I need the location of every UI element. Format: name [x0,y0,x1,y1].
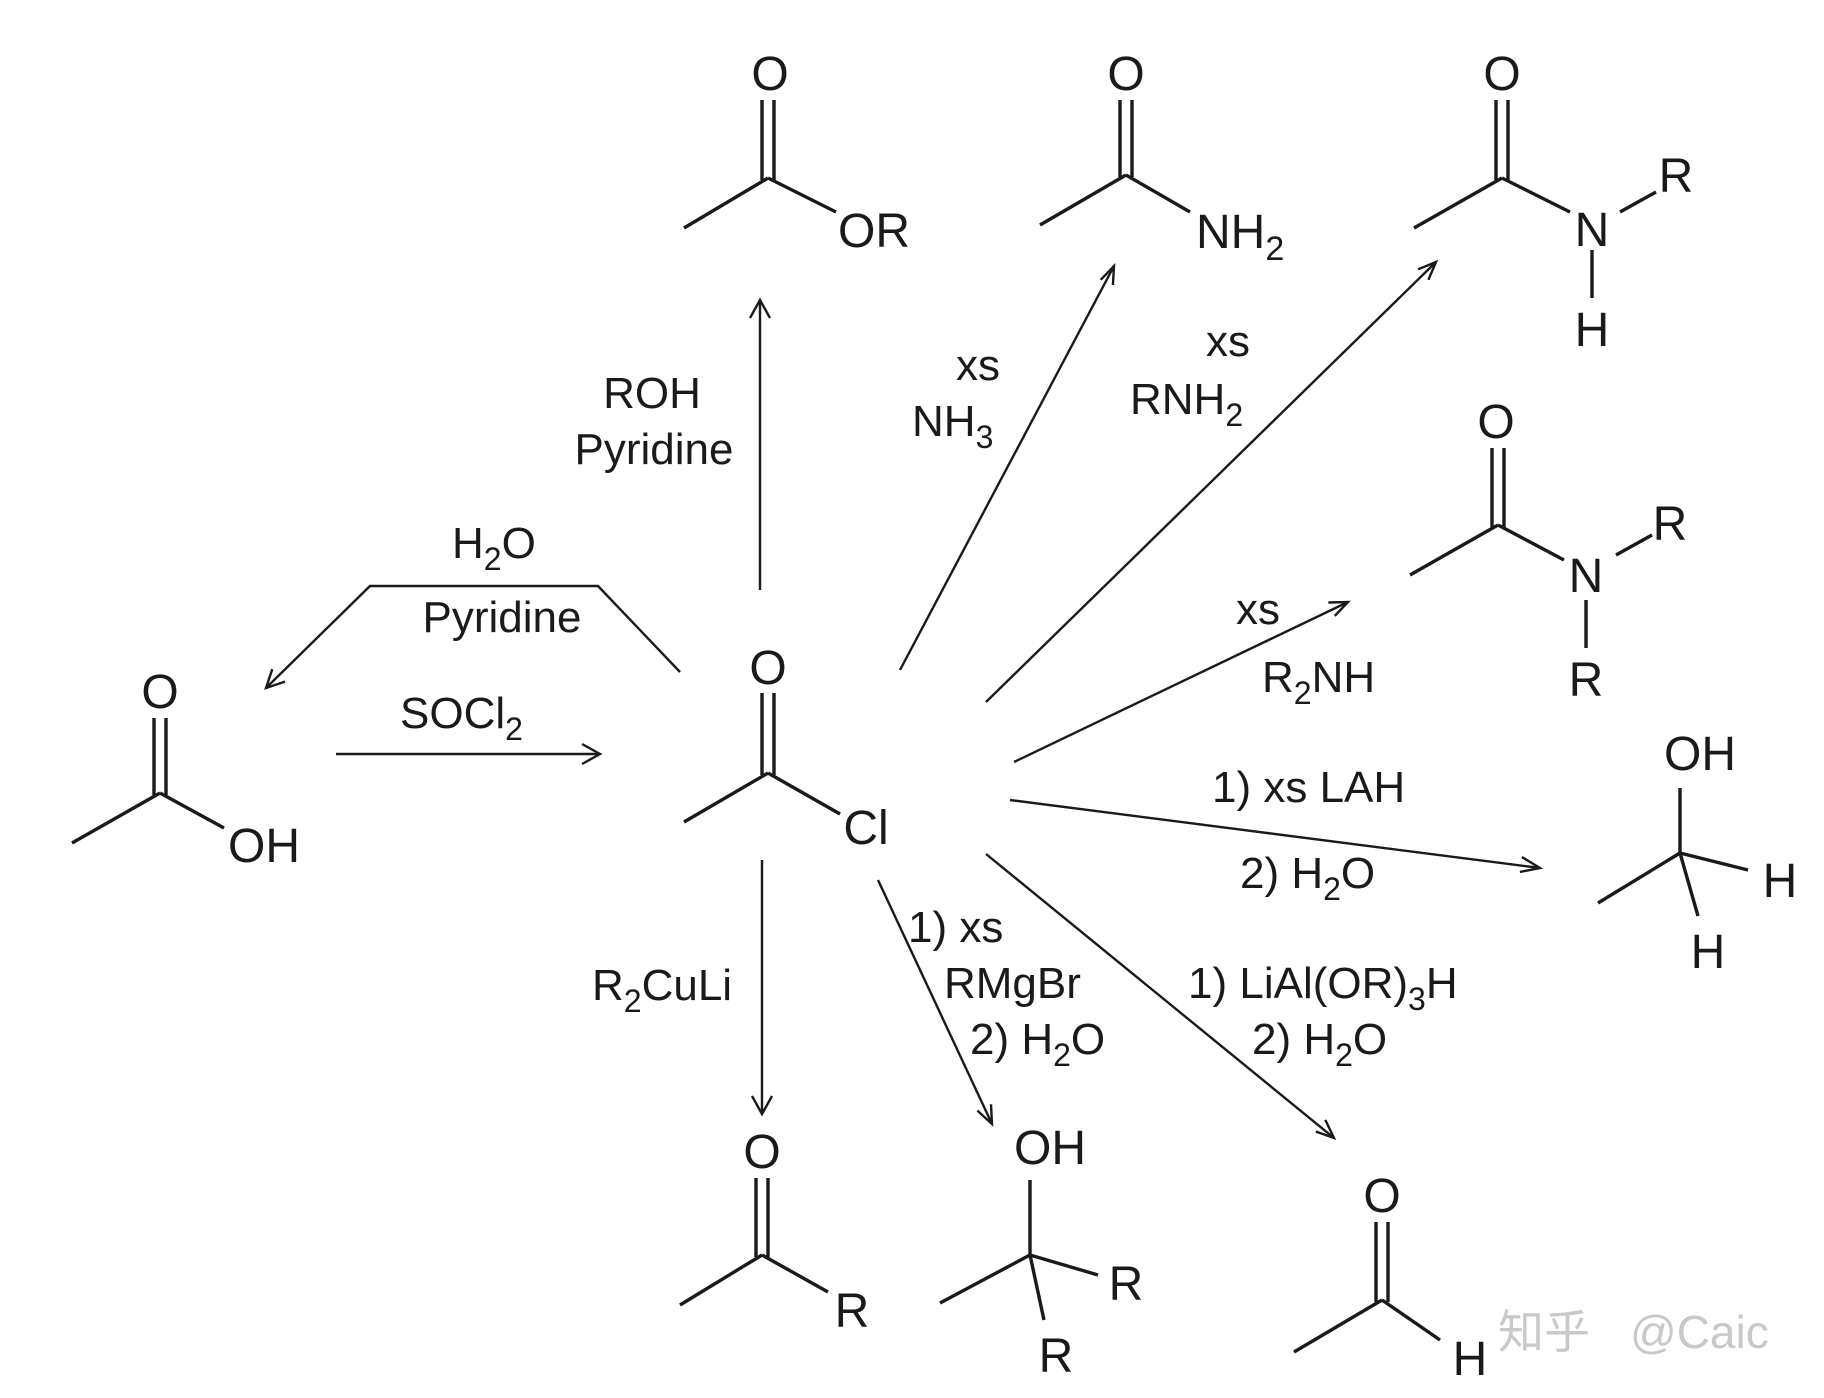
sec-amide-h-label: H [1575,304,1610,357]
reagent-lah-step2: 2) H2O [1240,849,1375,907]
reagent-grignard-step1: 1) xs [908,903,1003,952]
alcohol-oh-label: OH [1664,728,1736,781]
tert-alcohol-oh-label: OH [1014,1122,1086,1175]
reagent-pyridine-hydrolysis: Pyridine [423,593,582,642]
tertiary-alcohol-product: OH R R [939,1122,1144,1383]
reagent-lialor3h-step1: 1) LiAl(OR)3H [1188,959,1458,1017]
arrow-to-primary-alcohol [1009,798,1541,870]
reagent-xs-rnh2: xs [1206,317,1250,366]
nh3-base: NH [912,397,976,446]
primary-alcohol-product: OH H H [1597,728,1798,979]
sec-amide-nitrogen: N [1575,204,1610,257]
reagent-labels: ROH Pyridine xs NH3 xs RNH2 H2O Pyridine… [400,317,1458,1073]
aldehyde-product: O H [1293,1170,1488,1386]
arrow-to-secondary-amide [985,261,1437,703]
arrow-to-tertiary-alcohol [876,879,994,1125]
arrow-to-aldehyde [985,853,1335,1139]
aldehyde-carbonyl-oxygen: O [1363,1170,1400,1223]
tert-amide-nitrogen: N [1569,550,1604,603]
reagent-nh3: NH3 [912,397,993,455]
rnh2-base: RNH [1130,375,1225,424]
reagent-pyridine-ester: Pyridine [575,425,734,474]
ketone-carbonyl-oxygen: O [743,1126,780,1179]
reagent-h2o-hydrolysis: H2O [452,519,536,577]
chlorine-label: Cl [843,802,888,855]
nh2-nh: NH [1196,206,1265,259]
tert-amide-r-lower: R [1569,654,1604,707]
reagent-r2nh: R2NH [1262,653,1375,711]
reagent-lialor3h-step2: 2) H2O [1252,1015,1387,1073]
sec-amide-r-label: R [1659,150,1694,203]
reagent-socl2: SOCl2 [400,689,523,747]
tertiary-amide-product: O N R R [1409,396,1688,707]
reagent-xs-r2nh: xs [1236,585,1280,634]
reagent-grignard-step2: 2) H2O [970,1015,1105,1073]
nh2-subscript: 2 [1265,230,1284,268]
nh2-label: NH2 [1196,206,1284,268]
reagent-roh: ROH [603,369,701,418]
tert-alcohol-r-lower: R [1039,1330,1074,1383]
tert-amide-carbonyl-oxygen: O [1477,396,1514,449]
reaction-arrows [264,259,1544,1141]
rnh2-subscript: 2 [1225,397,1243,433]
reagent-xs-nh3: xs [956,341,1000,390]
ketone-product: O R [679,1126,870,1338]
watermark: 知乎 @Caic [1498,1306,1769,1358]
alcohol-h-lower: H [1691,926,1726,979]
amide-carbonyl-oxygen: O [1107,48,1144,101]
acid-chloride: O Cl [683,642,889,855]
alcohol-h-right: H [1763,855,1798,908]
ester-or-label: OR [838,205,910,258]
watermark-site: 知乎 [1498,1306,1590,1358]
tert-amide-r-upper: R [1653,498,1688,551]
reagent-rnh2: RNH2 [1130,375,1243,433]
reagent-r2culi: R2CuLi [592,961,732,1019]
tert-alcohol-r-right: R [1109,1258,1144,1311]
primary-amide-product: O NH2 [1039,48,1284,268]
ester-product: O OR [683,48,910,258]
arrow-to-tertiary-amide [1013,600,1349,764]
acid-oh-label: OH [228,820,300,873]
watermark-handle: @Caic [1630,1306,1769,1358]
ester-carbonyl-oxygen: O [751,48,788,101]
sec-amide-carbonyl-oxygen: O [1483,48,1520,101]
secondary-amide-product: O N R H [1413,48,1694,357]
aldehyde-h-label: H [1453,1333,1488,1386]
arrow-to-carboxylic-acid [265,584,681,689]
nh3-subscript: 3 [976,419,994,455]
ketone-r-label: R [835,1285,870,1338]
carboxylic-acid: O OH [71,666,300,873]
arrow-to-primary-amide [898,265,1116,671]
acid-carbonyl-oxygen: O [141,666,178,719]
reagent-lah-step1: 1) xs LAH [1212,763,1405,812]
acyl-chloride-oxygen: O [749,642,786,695]
reagent-rmgbr: RMgBr [944,959,1081,1008]
